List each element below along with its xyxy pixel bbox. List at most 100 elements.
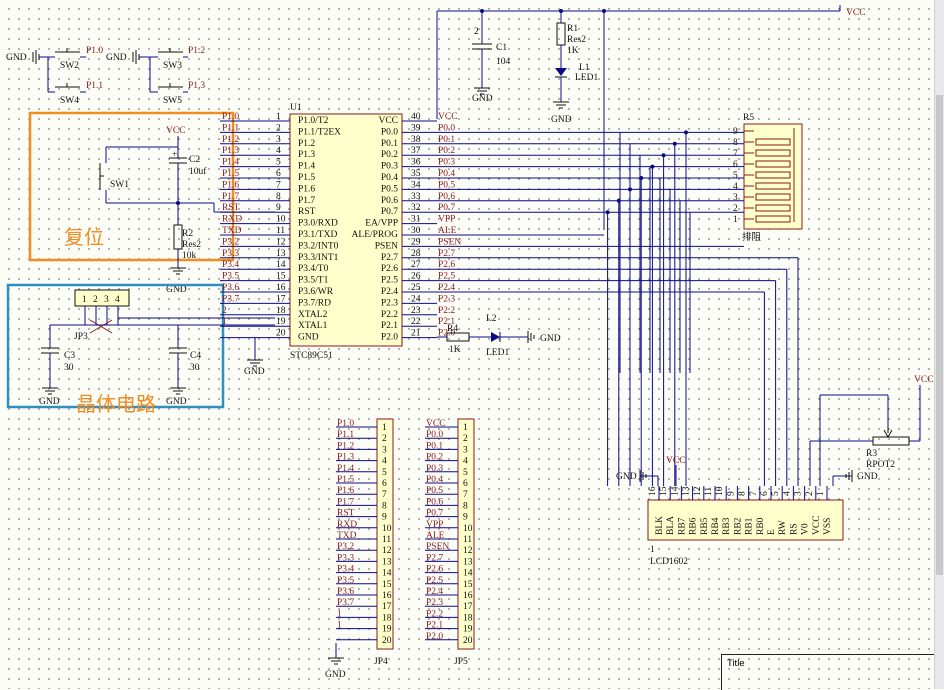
mcu-left-pin-number: 5 [276,158,281,168]
lcd-pin-number: 15 [659,486,669,496]
lcd-gnd-right: GND [857,472,878,482]
header-net: RST [337,509,355,519]
mcu-left-pin-number: 14 [276,260,286,270]
rpack-resistor [755,182,791,190]
header-pin-number: 15 [382,580,392,590]
rpack-resistor [755,138,791,146]
top-power-section: VCC C1 104 GND 2 R1 Res2 1K L1 LED1 GND [436,5,866,230]
header-net: P0.6 [426,497,443,507]
mcu-left-pin-name: GND [298,333,319,343]
mcu-left-net: 1 [222,317,227,327]
ref-label: SW2 [60,61,79,71]
rpack-resistor [755,215,791,223]
mcu-left-pin-number: 17 [276,294,286,304]
lcd-pin-number: 5 [771,491,781,496]
header-pin-number: 18 [382,613,392,623]
header-net: P0.3 [426,464,443,474]
mcu-left-net: P3.3 [222,249,239,259]
rpack-resistor [755,149,791,157]
c2-ref: C2 [189,155,200,165]
mcu-right-pin-number: 24 [411,294,421,304]
mcu-left-pin-name: P1.5 [298,173,315,183]
lcd-pin-name: RB1 [745,517,755,535]
header-net: P1.5 [337,475,354,485]
mcu-right-pin-number: 26 [411,272,421,282]
mcu-left-pin-name: P3.7/RD [298,298,331,308]
mcu-left-pin-number: 6 [276,169,281,179]
mcu-left-net: P1.1 [222,123,239,133]
mcu-left-pin-number: 13 [276,249,286,259]
rpack-pin-number: 5 [733,171,738,181]
mcu-left-net: P3.7 [222,294,239,304]
mcu-right-pin-number: 38 [411,135,421,145]
mcu-right-pin-name: P2.0 [381,333,398,343]
mcu-left-pin-name: P3.6/WR [298,287,334,297]
rpack-pin-number: 4 [733,182,738,192]
header-net: P0.5 [426,486,443,496]
r3-type: RPOT2 [866,460,895,470]
mcu-right-net: P2.4 [438,283,455,293]
header-net: P2.4 [426,587,443,597]
lcd-vcc: VCC [666,456,686,466]
header-net: 1 [337,621,342,631]
mcu-right-net: ALE [438,226,457,236]
crystal-frame [6,283,225,409]
mcu-part: STC89C51 [290,351,333,361]
gnd-label: GND [106,53,127,63]
header-net: P1.2 [337,441,354,451]
header-pin-number: 5 [382,468,387,478]
mcu-right-pin-number: 35 [411,169,421,179]
mcu-left-pin-number: 11 [276,226,285,236]
data-bus-wires [437,130,799,486]
r2-val: 10k [182,251,197,261]
lcd-pin-name: E [767,529,777,535]
header-pin-number: 3 [382,445,387,455]
mcu-right-pin-name: ALE/PROG [352,230,399,240]
mcu-right-pin-number: 23 [411,306,421,316]
header-net: P2.1 [426,621,443,631]
c1-pin-2: 2 [474,27,479,37]
lcd-pin-number: 16 [648,486,658,496]
vertical-scrollbar[interactable] [934,0,944,689]
switch-sw5: P1.3 SW5 [158,81,205,106]
lcd-pin-name: BLK [655,516,665,535]
mcu-left-net: P3.4 [222,260,239,270]
r2-ref: R2 [182,229,193,239]
header-pin-number: 20 [382,636,392,646]
mcu-right-pin-number: 31 [411,215,421,225]
mcu-right-pin-number: 33 [411,192,421,202]
mcu-left-pin-number: 19 [276,317,286,327]
header-net: P3.5 [337,576,354,586]
mcu-left-pin-name: P3.4/T0 [298,264,329,274]
header-pin-number: 11 [382,535,391,545]
r1-type: Res2 [567,35,586,45]
lcd-pin-number: 3 [794,491,804,496]
r5-name: 排阻 [742,231,762,243]
lcd-pin-name: RB6 [689,517,699,535]
header-net: P2.2 [426,609,443,619]
mcu-right-net: VCC [438,112,458,122]
header-pin-number: 10 [382,524,392,534]
header-pin-number: 8 [382,501,387,511]
mcu-left-pin-name: P3.1/TXD [298,230,337,240]
c3-ref: C3 [64,351,75,361]
r4-val: 1K [449,345,461,355]
lcd-pin-name: RB7 [677,517,687,535]
jp3-pin-4: 4 [115,295,120,305]
rpack-pin-number: 3 [733,193,738,203]
header-net: P0.7 [426,509,443,519]
header-net: P1.6 [337,486,354,496]
mcu-left-net: P1.2 [222,135,239,145]
ref-label: SW3 [163,61,182,71]
header-net: VCC [426,419,446,429]
switch-sw4: P1.1 SW4 [55,81,103,106]
c4-gnd: GND [166,397,187,407]
mcu-right-pin-name: P2.4 [381,287,398,297]
jp5-ref: JP5 [454,657,468,667]
lcd-body [647,499,844,541]
header-net: RXD [337,520,357,530]
header-pin-number: 11 [463,535,472,545]
scrollbar-thumb[interactable] [936,95,943,575]
header-net: P2.7 [426,553,443,563]
header-net: P0.4 [426,475,443,485]
